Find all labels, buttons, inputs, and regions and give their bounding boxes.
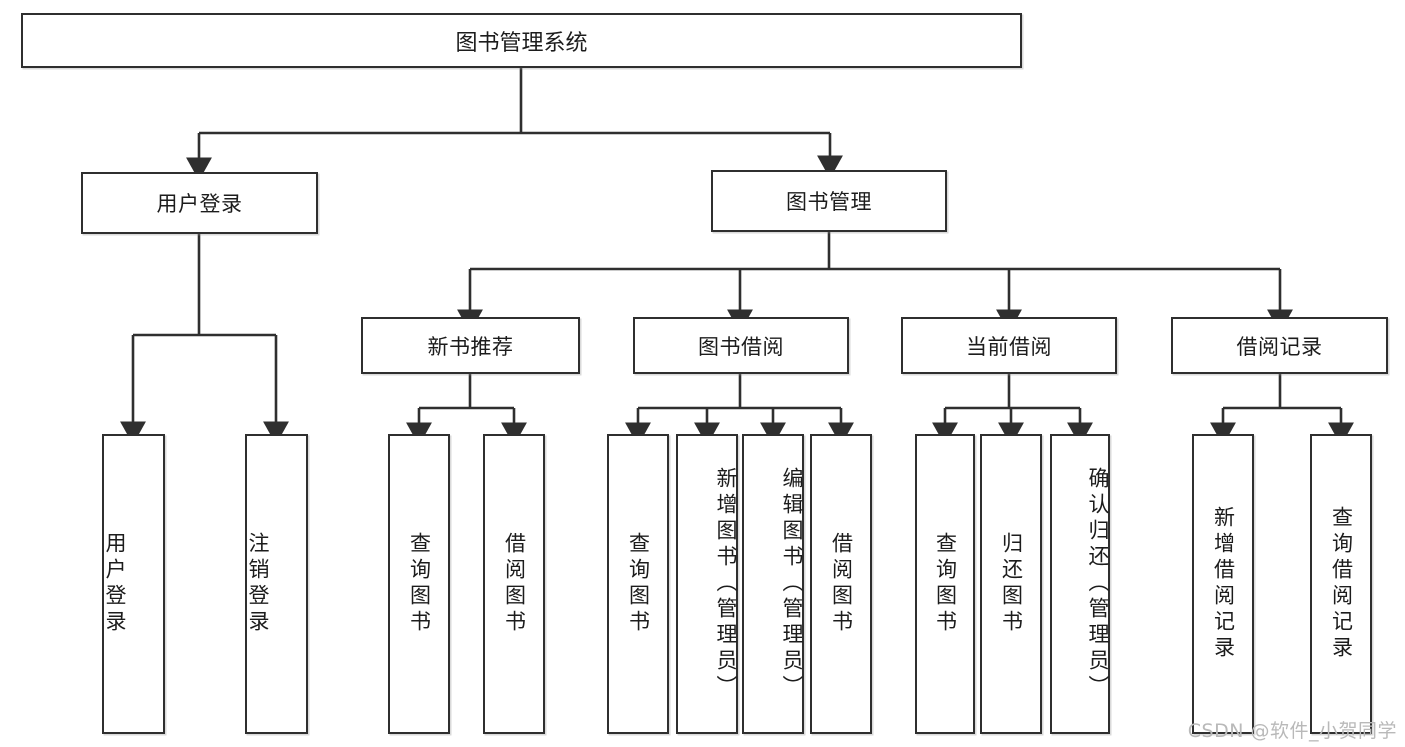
- leaf-current-confirm-return-admin[interactable]: 确认归还（管理员）: [1050, 434, 1110, 734]
- node-label: 借阅图书: [829, 532, 854, 636]
- node-label: 确认归还（管理员）: [1086, 467, 1110, 701]
- node-label: 注销登录: [246, 532, 270, 636]
- node-label: 图书借阅: [698, 334, 784, 359]
- leaf-borrow-add-book-admin[interactable]: 新增图书（管理员）: [676, 434, 738, 734]
- node-label: 查询图书: [626, 532, 651, 636]
- node-new-book-recommend[interactable]: 新书推荐: [361, 317, 580, 374]
- node-label: 借阅记录: [1236, 334, 1323, 359]
- node-book-borrow[interactable]: 图书借阅: [633, 317, 849, 374]
- node-label: 归还图书: [999, 532, 1024, 636]
- node-label: 查询借阅记录: [1329, 506, 1354, 662]
- leaf-user-login-signin[interactable]: 用户登录: [102, 434, 165, 734]
- leaf-borrow-query-book[interactable]: 查询图书: [607, 434, 669, 734]
- watermark-text: CSDN @软件_小贺同学: [1187, 720, 1397, 742]
- node-label: 图书管理: [786, 190, 872, 214]
- node-label: 借阅图书: [502, 532, 527, 636]
- node-label: 查询图书: [407, 532, 432, 636]
- node-label: 新书推荐: [427, 334, 514, 359]
- node-root-system[interactable]: 图书管理系统: [21, 13, 1022, 68]
- leaf-record-add-record[interactable]: 新增借阅记录: [1192, 434, 1254, 734]
- leaf-recommend-query-book[interactable]: 查询图书: [388, 434, 450, 734]
- node-user-login[interactable]: 用户登录: [81, 172, 318, 234]
- leaf-record-query-record[interactable]: 查询借阅记录: [1310, 434, 1372, 734]
- leaf-user-login-signout[interactable]: 注销登录: [245, 434, 308, 734]
- leaf-current-query-book[interactable]: 查询图书: [915, 434, 975, 734]
- node-label: 用户登录: [156, 192, 243, 216]
- leaf-recommend-borrow-book[interactable]: 借阅图书: [483, 434, 545, 734]
- node-borrow-record[interactable]: 借阅记录: [1171, 317, 1388, 374]
- node-label: 图书管理系统: [455, 30, 588, 56]
- node-label: 当前借阅: [966, 334, 1052, 359]
- node-label: 用户登录: [103, 532, 127, 636]
- node-label: 编辑图书（管理员）: [780, 467, 804, 701]
- leaf-current-return-book[interactable]: 归还图书: [980, 434, 1042, 734]
- node-label: 查询图书: [933, 532, 958, 636]
- node-current-borrow[interactable]: 当前借阅: [901, 317, 1117, 374]
- leaf-borrow-edit-book-admin[interactable]: 编辑图书（管理员）: [742, 434, 804, 734]
- node-book-management[interactable]: 图书管理: [711, 170, 947, 232]
- node-label: 新增图书（管理员）: [714, 467, 738, 701]
- leaf-borrow-borrow-book[interactable]: 借阅图书: [810, 434, 872, 734]
- node-label: 新增借阅记录: [1211, 506, 1236, 662]
